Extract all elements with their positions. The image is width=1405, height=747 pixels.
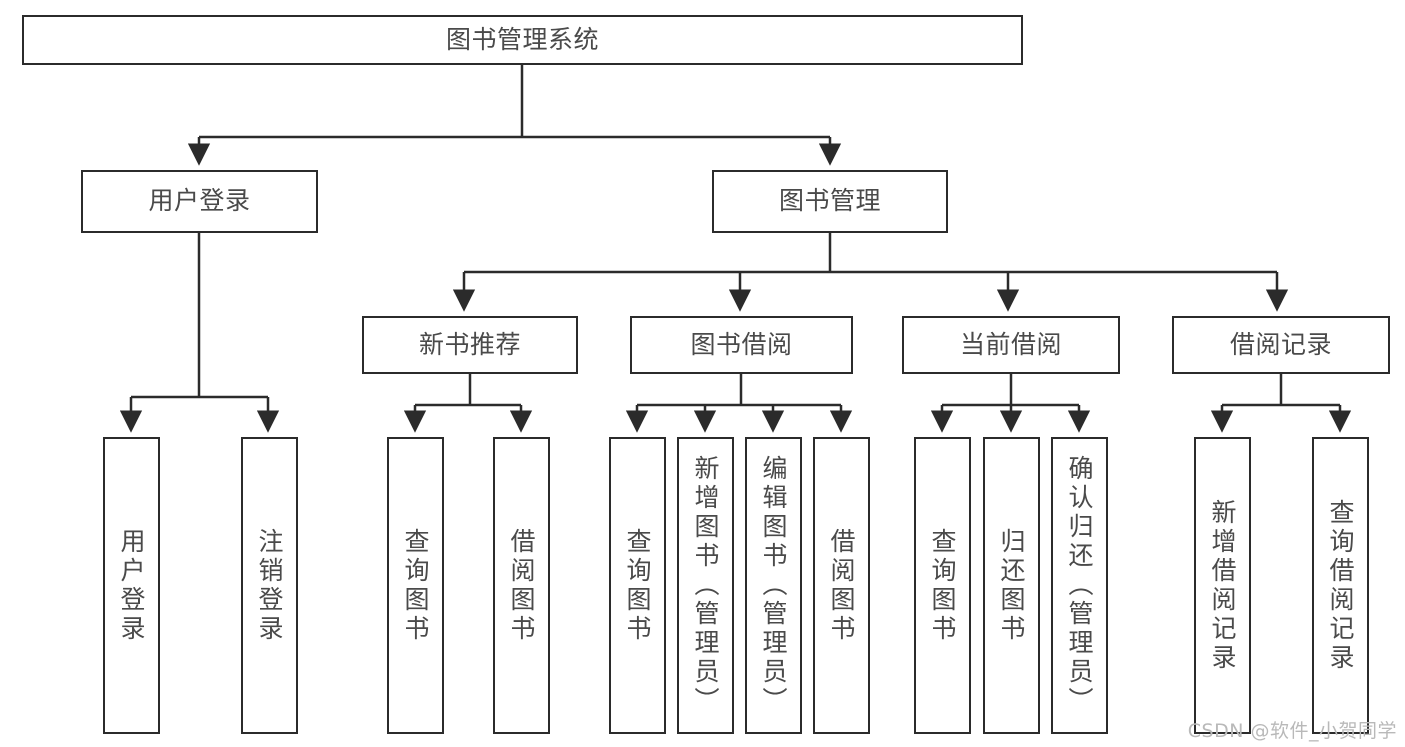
node-book-borrow-label: 图书借阅: [690, 329, 793, 359]
node-leaf-confirm-return-label: 确认归还（管理员）: [1065, 455, 1094, 716]
node-leaf-borrow-book-1-label: 借阅图书: [507, 527, 536, 644]
node-leaf-logout-label: 注销登录: [255, 527, 284, 644]
node-leaf-add-book-label: 新增图书（管理员）: [691, 455, 720, 716]
node-current-borrow-label: 当前借阅: [959, 329, 1062, 359]
node-leaf-confirm-return[interactable]: 确认归还（管理员）: [1051, 437, 1108, 734]
node-leaf-add-book[interactable]: 新增图书（管理员）: [677, 437, 734, 734]
node-leaf-query-book-2-label: 查询图书: [623, 527, 652, 644]
node-leaf-logout[interactable]: 注销登录: [241, 437, 298, 734]
node-leaf-return-book[interactable]: 归还图书: [983, 437, 1040, 734]
node-user-login[interactable]: 用户登录: [81, 170, 318, 233]
node-user-login-label: 用户登录: [148, 186, 251, 216]
watermark: CSDN @软件_小贺同学: [1187, 720, 1397, 742]
node-root[interactable]: 图书管理系统: [22, 15, 1023, 65]
node-leaf-query-book-2[interactable]: 查询图书: [609, 437, 666, 734]
node-leaf-add-record[interactable]: 新增借阅记录: [1194, 437, 1251, 734]
node-book-manage[interactable]: 图书管理: [712, 170, 948, 233]
node-root-label: 图书管理系统: [445, 24, 599, 54]
node-borrow-record[interactable]: 借阅记录: [1172, 316, 1390, 374]
node-leaf-add-record-label: 新增借阅记录: [1208, 498, 1237, 673]
node-leaf-query-book-1-label: 查询图书: [401, 527, 430, 644]
node-current-borrow[interactable]: 当前借阅: [902, 316, 1120, 374]
node-leaf-query-record-label: 查询借阅记录: [1326, 498, 1355, 673]
node-leaf-borrow-book-2-label: 借阅图书: [827, 527, 856, 644]
node-leaf-edit-book-label: 编辑图书（管理员）: [759, 455, 788, 716]
node-leaf-edit-book[interactable]: 编辑图书（管理员）: [745, 437, 802, 734]
node-leaf-user-login[interactable]: 用户登录: [103, 437, 160, 734]
node-leaf-borrow-book-1[interactable]: 借阅图书: [493, 437, 550, 734]
node-borrow-record-label: 借阅记录: [1229, 329, 1332, 359]
node-leaf-user-login-label: 用户登录: [117, 527, 146, 644]
node-leaf-query-book-3[interactable]: 查询图书: [914, 437, 971, 734]
node-leaf-query-book-1[interactable]: 查询图书: [387, 437, 444, 734]
node-book-borrow[interactable]: 图书借阅: [630, 316, 853, 374]
node-leaf-query-book-3-label: 查询图书: [928, 527, 957, 644]
node-leaf-return-book-label: 归还图书: [997, 527, 1026, 644]
node-new-book-rec-label: 新书推荐: [418, 329, 521, 359]
node-book-manage-label: 图书管理: [778, 186, 881, 216]
node-new-book-rec[interactable]: 新书推荐: [362, 316, 578, 374]
node-leaf-query-record[interactable]: 查询借阅记录: [1312, 437, 1369, 734]
node-leaf-borrow-book-2[interactable]: 借阅图书: [813, 437, 870, 734]
